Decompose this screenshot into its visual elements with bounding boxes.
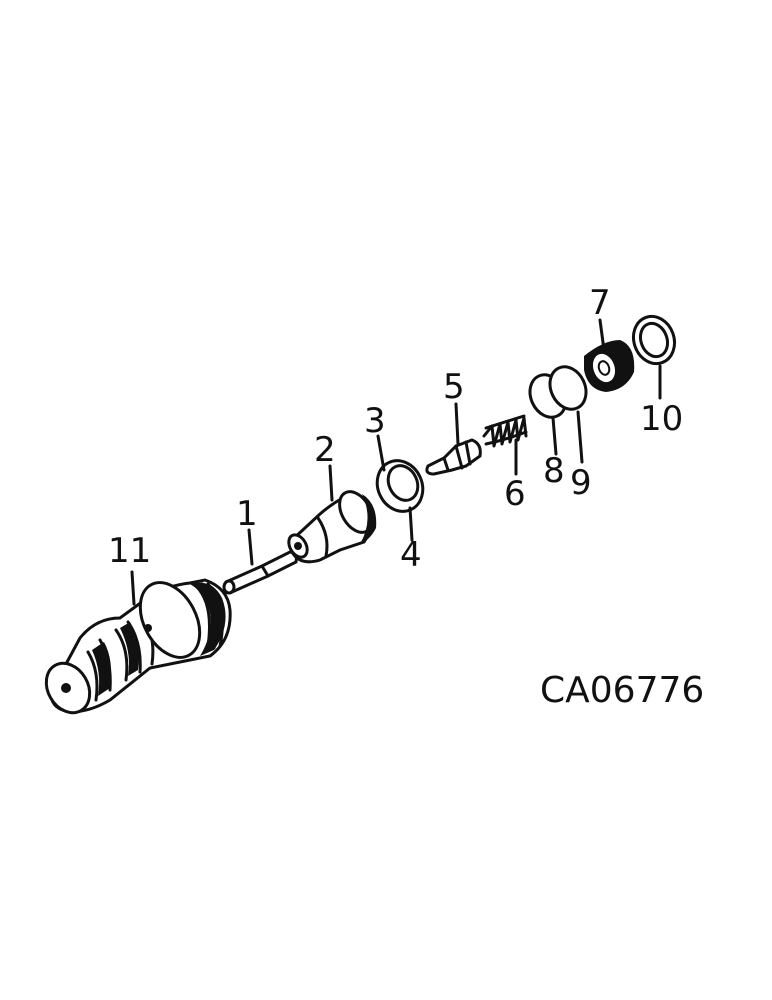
leader-8 [551,416,558,456]
callout-8: 8 [543,451,565,491]
callout-5: 5 [443,367,465,407]
callout-3: 3 [364,401,386,441]
callout-11: 11 [108,531,151,571]
callout-2: 2 [314,430,336,470]
leader-2 [328,464,334,502]
callout-10: 10 [640,399,683,439]
part-5-poppet [425,438,482,476]
callout-4: 4 [400,535,422,575]
part-6-spring [482,414,528,448]
callout-9: 9 [570,463,592,503]
leader-4 [408,506,414,542]
callout-7: 7 [589,283,611,323]
part-3-4-rings [375,459,425,513]
part-2-seat [287,490,377,564]
leader-3 [376,434,386,472]
leader-5 [454,402,460,446]
callout-6: 6 [504,474,526,514]
leader-11 [130,570,136,606]
leader-7 [598,318,606,352]
part-7-plug [584,340,635,392]
callout-1: 1 [236,494,258,534]
part-11-valve-body [44,578,232,715]
part-10-o-ring [631,314,677,366]
figure-reference-code: CA06776 [540,670,704,711]
part-1-pin [222,550,298,595]
leader-1 [247,528,254,566]
part-8-9-rings [528,365,588,419]
leader-9 [576,410,584,464]
